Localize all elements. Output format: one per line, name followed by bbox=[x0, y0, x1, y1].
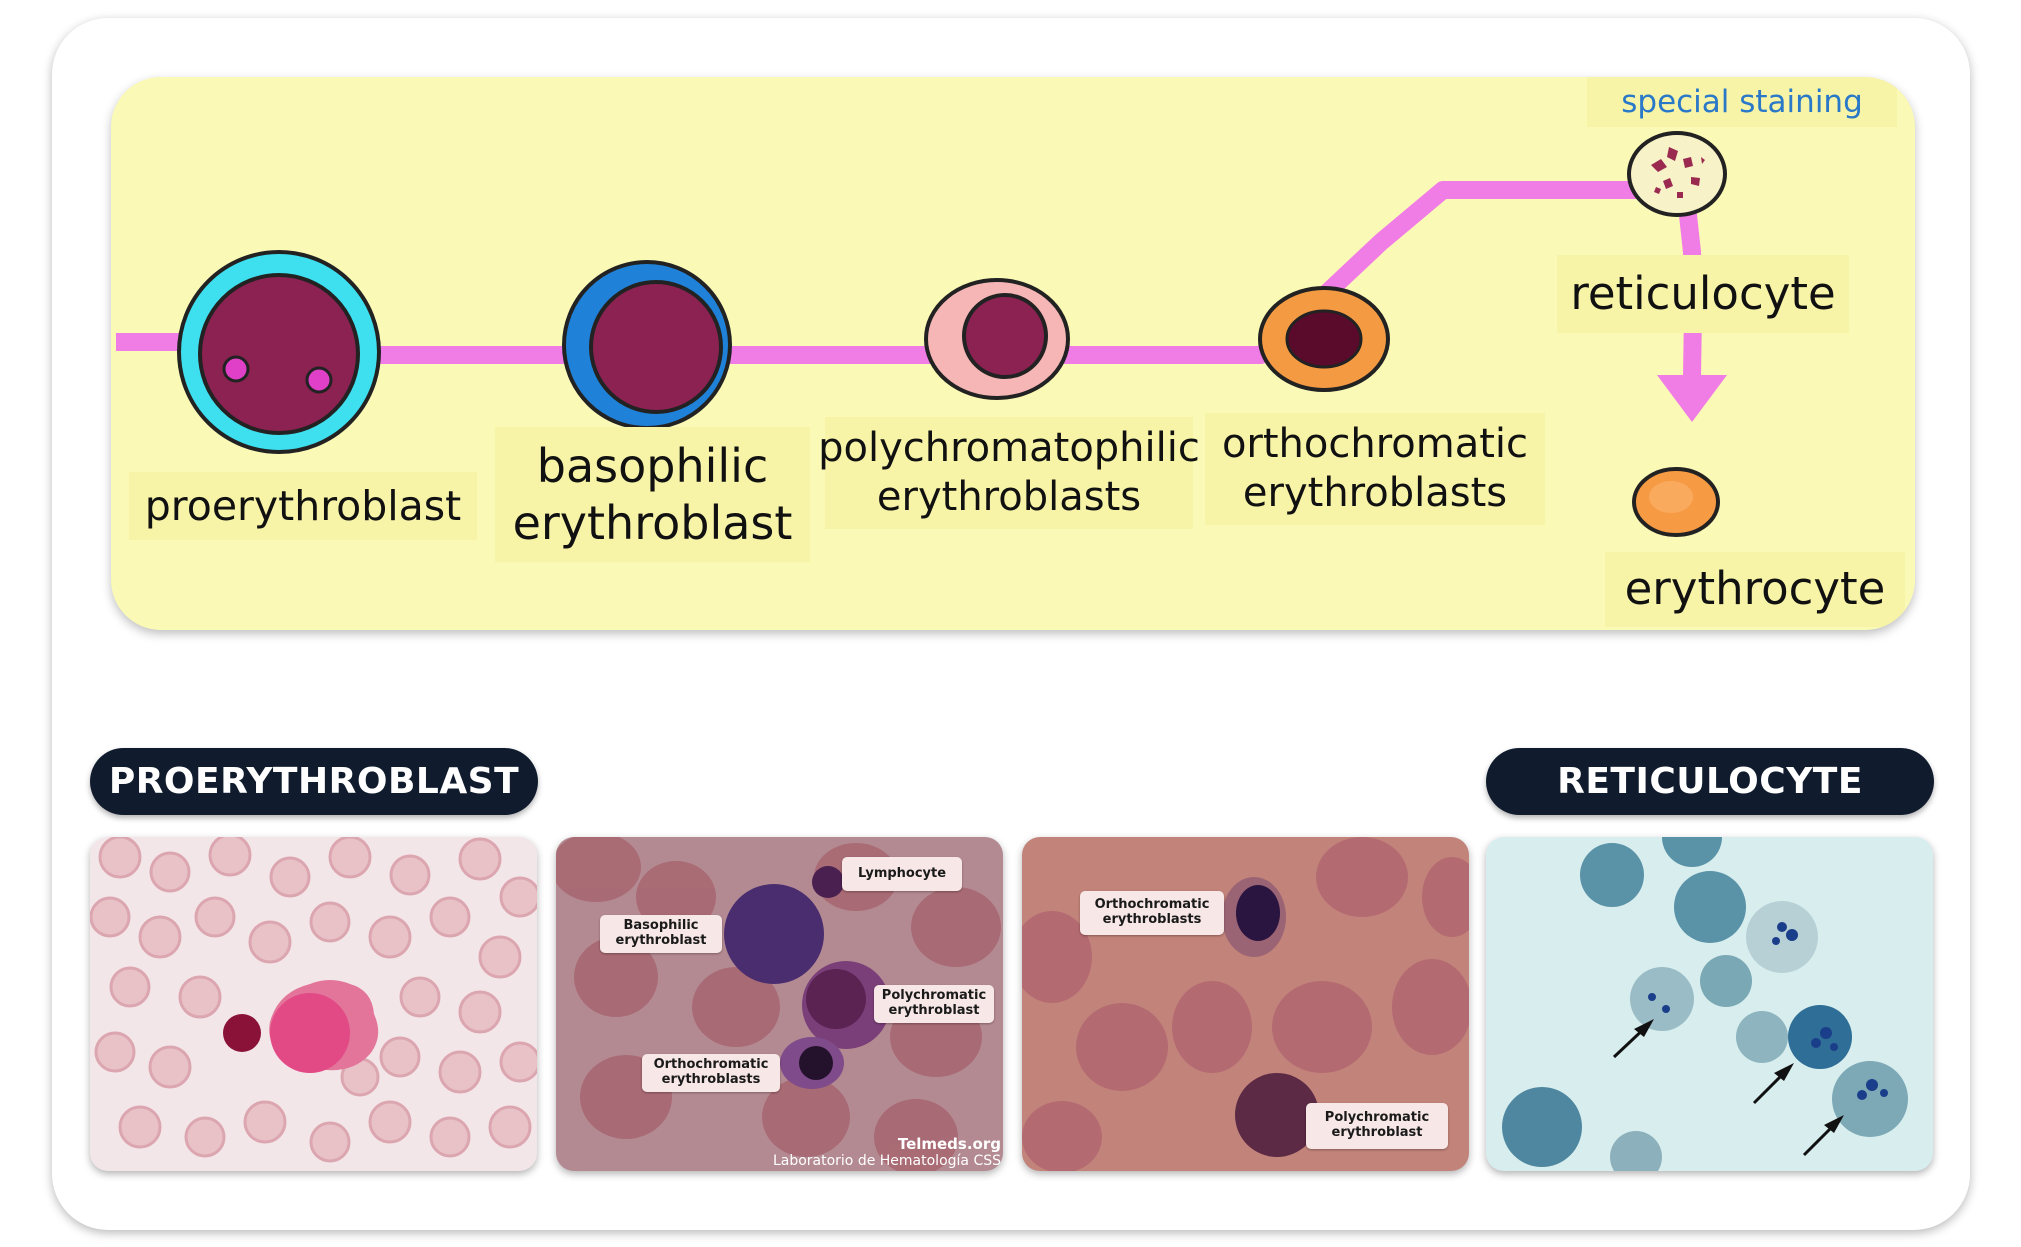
maturation-pathway bbox=[116, 131, 1727, 537]
tag-orthochromatic-erythroblasts-2: Orthochromatic erythroblasts bbox=[1080, 891, 1224, 935]
basophilic-cell-icon bbox=[562, 260, 732, 430]
micrograph-reticulocyte bbox=[1486, 837, 1933, 1171]
tag-basophilic-erythroblast: Basophilic erythroblast bbox=[600, 915, 722, 953]
micrograph-orthochromatic-image bbox=[1022, 837, 1469, 1171]
label-polychromatophilic-erythroblasts: polychromatophilic erythroblasts bbox=[818, 417, 1200, 529]
erythropoiesis-diagram: proerythroblast basophilic erythroblast … bbox=[111, 77, 1915, 630]
label-erythrocyte: erythrocyte bbox=[1605, 552, 1905, 627]
polychromatophilic-cell-icon bbox=[924, 278, 1070, 400]
tag-lymphocyte: Lymphocyte bbox=[842, 857, 962, 891]
title-proerythroblast: PROERYTHROBLAST bbox=[90, 748, 538, 815]
erythrocyte-cell-icon bbox=[1632, 467, 1720, 537]
orthochromatic-cell-icon bbox=[1258, 286, 1390, 392]
title-reticulocyte: RETICULOCYTE bbox=[1486, 748, 1934, 815]
reticulocyte-stained-cell-icon bbox=[1627, 131, 1727, 217]
label-orthochromatic-erythroblasts: orthochromatic erythroblasts bbox=[1205, 413, 1545, 525]
watermark-site: Telmeds.org bbox=[897, 1135, 1001, 1153]
label-proerythroblast: proerythroblast bbox=[129, 472, 477, 540]
label-basophilic-erythroblast: basophilic erythroblast bbox=[495, 427, 810, 562]
tag-orthochromatic-erythroblasts: Orthochromatic erythroblasts bbox=[642, 1054, 780, 1092]
label-reticulocyte: reticulocyte bbox=[1557, 255, 1849, 333]
micrograph-reticulocyte-image bbox=[1502, 837, 1908, 1171]
micrograph-erythroblast-series: Lymphocyte Basophilic erythroblast Polyc… bbox=[556, 837, 1003, 1171]
proerythroblast-cell-icon bbox=[177, 250, 381, 454]
micrograph-proerythroblast-image bbox=[90, 837, 537, 1163]
label-special-staining: special staining bbox=[1587, 77, 1897, 127]
tag-polychromatic-erythroblast-2: Polychromatic erythroblast bbox=[1306, 1103, 1448, 1149]
micrograph-proerythroblast bbox=[90, 837, 537, 1171]
watermark-lab: Laboratorio de Hematología CSS bbox=[772, 1153, 1001, 1169]
micrograph-orthochromatic: Orthochromatic erythroblasts Polychromat… bbox=[1022, 837, 1469, 1171]
arrow-head-icon bbox=[1657, 375, 1727, 422]
tag-polychromatic-erythroblast: Polychromatic erythroblast bbox=[874, 985, 994, 1023]
micrograph-erythroblast-series-image bbox=[556, 837, 1001, 1171]
